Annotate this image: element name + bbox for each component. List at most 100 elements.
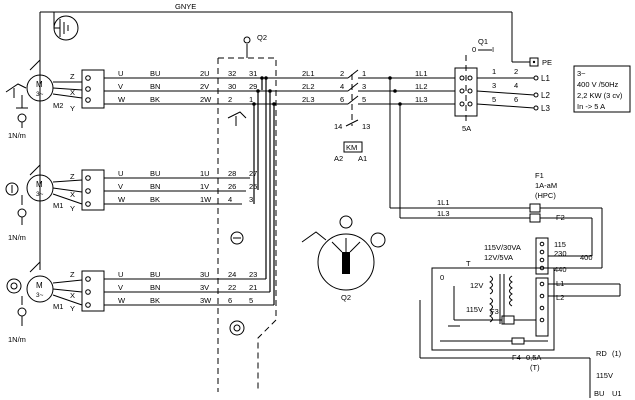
svg-text:2U: 2U <box>200 69 210 78</box>
fuse-f4 <box>511 337 525 345</box>
svg-text:I: I <box>492 45 494 54</box>
svg-text:(HPC): (HPC) <box>535 191 556 200</box>
svg-text:U: U <box>118 169 123 178</box>
svg-text:400 V /50Hz: 400 V /50Hz <box>577 80 619 89</box>
svg-text:Y: Y <box>70 204 75 213</box>
svg-text:115V: 115V <box>596 371 613 380</box>
svg-text:230: 230 <box>554 249 567 258</box>
svg-text:1L1: 1L1 <box>415 69 428 78</box>
svg-text:3: 3 <box>492 81 496 90</box>
svg-text:21: 21 <box>249 283 257 292</box>
q2-label: Q2 <box>257 33 267 42</box>
earth-symbol-icon <box>53 12 79 41</box>
svg-text:V: V <box>118 283 123 292</box>
svg-text:BK: BK <box>150 95 160 104</box>
svg-text:0: 0 <box>472 45 476 54</box>
q2-rotary-dial: Q2 <box>301 215 386 302</box>
svg-text:1N/m: 1N/m <box>8 131 26 140</box>
svg-text:3V: 3V <box>200 283 209 292</box>
svg-text:5: 5 <box>362 95 366 104</box>
svg-text:In -> 5 A: In -> 5 A <box>577 102 605 111</box>
svg-text:A2: A2 <box>334 154 343 163</box>
svg-text:W: W <box>118 296 126 305</box>
pe-label: PE <box>542 58 552 67</box>
transformer-t: 115 230 440 115V/30VA 12V/5VA T 0 12V 11… <box>431 237 621 351</box>
svg-text:M: M <box>36 180 43 189</box>
svg-text:1N/m: 1N/m <box>8 233 26 242</box>
sensor-icon <box>5 182 19 196</box>
hand-icon <box>227 111 247 126</box>
svg-text:L1: L1 <box>541 74 550 83</box>
svg-text:6: 6 <box>340 95 344 104</box>
svg-text:5: 5 <box>492 95 496 104</box>
svg-text:2L2: 2L2 <box>302 82 315 91</box>
sensor-icon-q2 <box>230 231 244 245</box>
svg-text:3~: 3~ <box>36 91 44 98</box>
svg-text:A1: A1 <box>358 154 367 163</box>
svg-text:BU: BU <box>594 389 604 398</box>
svg-text:25: 25 <box>249 182 257 191</box>
gear-hand-icon <box>5 83 27 98</box>
svg-text:RD: RD <box>596 349 607 358</box>
svg-text:U1: U1 <box>612 389 622 398</box>
svg-text:W: W <box>118 95 126 104</box>
svg-text:1L1: 1L1 <box>437 198 450 207</box>
pe-terminal <box>529 57 539 67</box>
svg-text:400: 400 <box>580 253 593 262</box>
svg-text:31: 31 <box>249 69 257 78</box>
svg-text:1L2: 1L2 <box>415 82 428 91</box>
svg-text:32: 32 <box>228 69 236 78</box>
svg-text:X: X <box>70 291 75 300</box>
svg-text:6: 6 <box>228 296 232 305</box>
svg-text:M1: M1 <box>53 201 63 210</box>
svg-text:L3: L3 <box>541 104 550 113</box>
svg-text:BU: BU <box>150 270 160 279</box>
motor-m1-a: M 3~ M1 1N/m Z X Y U V W BU BN BK 1U 1V … <box>5 169 257 242</box>
svg-text:(1): (1) <box>612 349 622 358</box>
svg-text:1V: 1V <box>200 182 209 191</box>
km-coil <box>343 141 363 153</box>
svg-text:28: 28 <box>228 169 236 178</box>
svg-text:Z: Z <box>70 270 75 279</box>
output-block <box>535 277 549 337</box>
svg-text:26: 26 <box>228 182 236 191</box>
svg-text:Z: Z <box>70 72 75 81</box>
svg-text:3~: 3~ <box>577 69 586 78</box>
gear-icon-q2 <box>229 320 245 336</box>
svg-text:23: 23 <box>249 270 257 279</box>
svg-text:1W: 1W <box>200 195 212 204</box>
svg-text:M: M <box>36 80 43 89</box>
svg-text:1: 1 <box>362 69 366 78</box>
svg-text:2: 2 <box>228 95 232 104</box>
motor-label: M2 <box>53 101 63 110</box>
svg-text:3U: 3U <box>200 270 210 279</box>
svg-text:1A-aM: 1A-aM <box>535 181 557 190</box>
gear-icon <box>6 278 22 294</box>
svg-text:30: 30 <box>228 82 236 91</box>
svg-text:1: 1 <box>249 95 253 104</box>
svg-text:1N/m: 1N/m <box>8 335 26 344</box>
transformer-frame <box>431 267 555 351</box>
svg-text:V: V <box>118 82 123 91</box>
svg-text:4: 4 <box>514 81 518 90</box>
svg-text:3: 3 <box>249 195 253 204</box>
svg-text:6: 6 <box>514 95 518 104</box>
svg-text:F3: F3 <box>490 307 499 316</box>
svg-text:27: 27 <box>249 169 257 178</box>
svg-text:Y: Y <box>70 304 75 313</box>
svg-text:3~: 3~ <box>36 191 44 198</box>
svg-text:U: U <box>118 270 123 279</box>
svg-text:3W: 3W <box>200 296 212 305</box>
q2-dial-label: Q2 <box>341 293 351 302</box>
svg-text:4: 4 <box>228 195 232 204</box>
svg-text:2V: 2V <box>200 82 209 91</box>
svg-text:BN: BN <box>150 283 160 292</box>
svg-text:F1: F1 <box>535 171 544 180</box>
svg-text:V: V <box>118 182 123 191</box>
svg-text:3~: 3~ <box>36 292 44 299</box>
svg-text:0: 0 <box>440 273 444 282</box>
sensor-icon-dial <box>339 215 353 229</box>
breaker-q1: Q1 0 I 5A 1 2 3 4 5 6 <box>454 37 518 133</box>
